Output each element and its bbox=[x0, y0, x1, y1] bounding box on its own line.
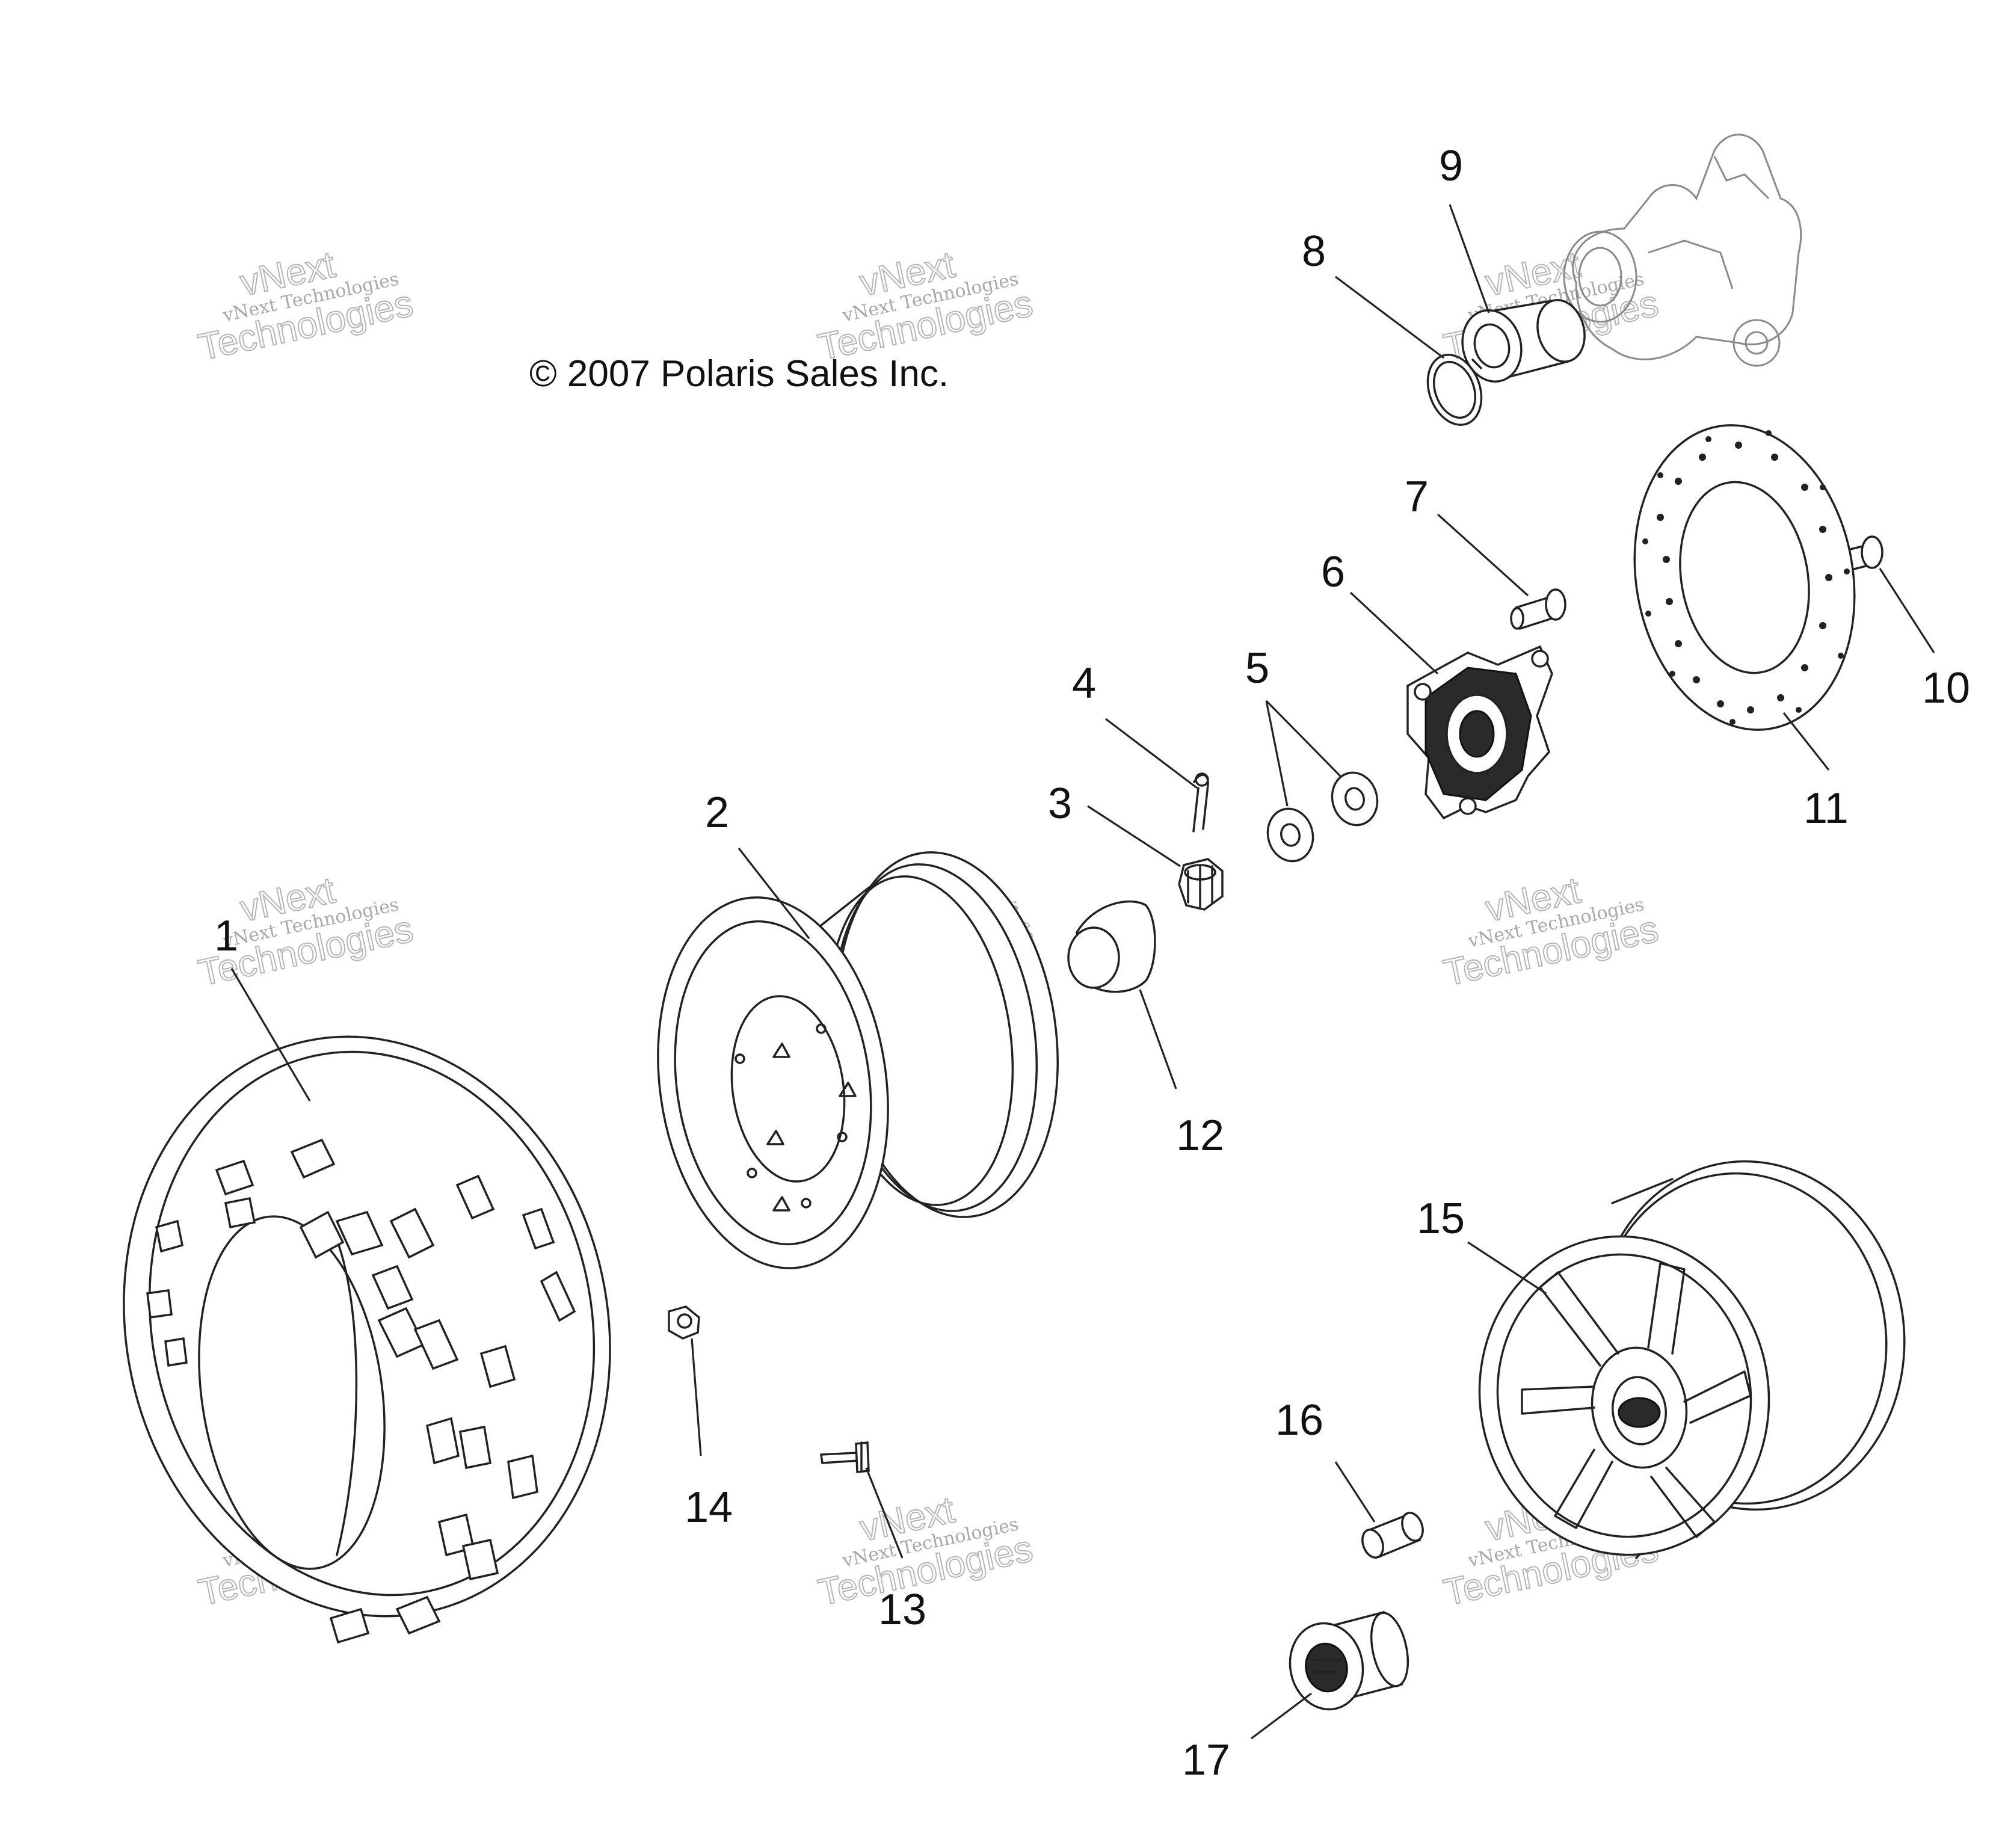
leader-12 bbox=[1139, 989, 1177, 1089]
tire-tread-blocks bbox=[146, 1138, 576, 1644]
callout-6: 6 bbox=[1321, 548, 1345, 596]
leader-6 bbox=[1349, 591, 1439, 675]
wheel-hub-drawing bbox=[1406, 645, 1553, 820]
callout-5: 5 bbox=[1245, 644, 1269, 692]
hub-cap-drawing bbox=[1067, 900, 1156, 993]
bearing-drawing bbox=[1461, 299, 1586, 383]
tire-drawing bbox=[123, 1035, 611, 1644]
center-cap-drawing bbox=[1289, 1610, 1409, 1711]
callout-7: 7 bbox=[1405, 473, 1429, 521]
callout-15: 15 bbox=[1417, 1195, 1465, 1243]
leader-14 bbox=[691, 1338, 702, 1456]
callout-14: 14 bbox=[685, 1483, 733, 1532]
leader-1 bbox=[230, 968, 311, 1101]
leader-4 bbox=[1105, 718, 1198, 789]
leader-5a bbox=[1265, 700, 1289, 807]
watermark-top-left: vNext vNext Technologies Technologies bbox=[194, 243, 417, 369]
callout-12: 12 bbox=[1176, 1112, 1224, 1160]
aluminum-wheel-drawing bbox=[1478, 1160, 1906, 1559]
leader-13 bbox=[865, 1467, 904, 1559]
wheel-insert-drawing bbox=[1361, 1512, 1424, 1559]
callout-2: 2 bbox=[705, 789, 729, 837]
valve-stem-drawing bbox=[819, 1441, 870, 1473]
knuckle-drawing bbox=[1563, 134, 1802, 367]
aluminum-wheel-spokes bbox=[1521, 1262, 1752, 1538]
leader-8 bbox=[1335, 276, 1444, 359]
castle-nut-drawing bbox=[1178, 858, 1224, 911]
watermark-top-center: vNext vNext Technologies Technologies bbox=[814, 243, 1036, 369]
leader-16 bbox=[1334, 1461, 1376, 1523]
callout-17: 17 bbox=[1182, 1736, 1230, 1784]
callout-13: 13 bbox=[878, 1586, 926, 1634]
leader-5b bbox=[1265, 700, 1341, 777]
disc-holes bbox=[1642, 430, 1850, 725]
callout-8: 8 bbox=[1302, 227, 1326, 276]
callout-labels: 1 2 3 4 5 6 7 8 9 10 11 12 13 14 15 16 1… bbox=[214, 142, 1970, 1784]
steel-wheel-lug-holes bbox=[735, 1023, 857, 1212]
callout-11: 11 bbox=[1803, 784, 1849, 833]
leader-3 bbox=[1087, 805, 1181, 867]
leader-2 bbox=[738, 848, 810, 939]
cotter-pin-drawing bbox=[1192, 772, 1209, 833]
leader-17 bbox=[1251, 1692, 1312, 1740]
leader-9 bbox=[1449, 204, 1490, 313]
lug-nut-drawing bbox=[668, 1305, 700, 1340]
callout-10: 10 bbox=[1922, 664, 1970, 712]
callout-3: 3 bbox=[1048, 780, 1072, 828]
callout-4: 4 bbox=[1072, 659, 1096, 707]
copyright-notice: © 2007 Polaris Sales Inc. bbox=[529, 353, 949, 395]
washers-drawing bbox=[1266, 771, 1379, 863]
watermark-mid-right: vNext vNext Technologies Technologies bbox=[1440, 869, 1662, 994]
callout-16: 16 bbox=[1275, 1396, 1323, 1444]
steel-wheel-drawing bbox=[657, 851, 1059, 1269]
callout-9: 9 bbox=[1439, 142, 1463, 190]
brake-disc-drawing bbox=[1633, 424, 1856, 731]
wheel-stud-drawing bbox=[1510, 588, 1566, 630]
leader-10 bbox=[1879, 568, 1935, 653]
leader-7 bbox=[1437, 513, 1529, 597]
leader-11 bbox=[1782, 712, 1830, 771]
callout-1: 1 bbox=[214, 912, 238, 960]
leader-lines bbox=[230, 204, 1935, 1740]
leader-15 bbox=[1467, 1241, 1547, 1295]
